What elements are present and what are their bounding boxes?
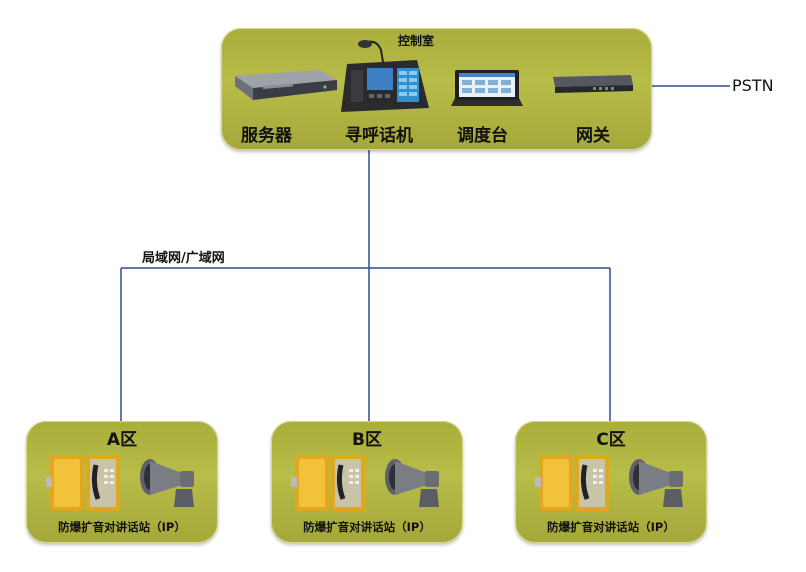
dispatch-console-icon bbox=[451, 70, 523, 106]
control-room-box: 控制室 服务器 寻呼话机 调度台 bbox=[221, 28, 652, 150]
zone-a-box: A区 防爆扩音对讲话站（IP） bbox=[26, 421, 218, 543]
horn-speaker-icon bbox=[140, 459, 194, 507]
zone-b-title: B区 bbox=[352, 430, 382, 450]
dispatch-console-label: 调度台 bbox=[457, 126, 508, 146]
pstn-label: PSTN bbox=[732, 76, 774, 95]
explosion-proof-intercom-icon bbox=[535, 455, 609, 511]
horn-speaker-icon bbox=[385, 459, 439, 507]
gateway-icon bbox=[553, 75, 633, 93]
zone-c-box: C区 防爆扩音对讲话站（IP） bbox=[515, 421, 707, 543]
server-label: 服务器 bbox=[241, 126, 292, 146]
paging-phone-label: 寻呼话机 bbox=[345, 126, 413, 146]
explosion-proof-intercom-icon bbox=[46, 455, 120, 511]
zone-a-title: A区 bbox=[106, 430, 138, 450]
zone-b-box: B区 防爆扩音对讲话站（IP） bbox=[271, 421, 463, 543]
explosion-proof-intercom-icon bbox=[291, 455, 365, 511]
server-icon bbox=[235, 70, 337, 100]
control-room-title: 控制室 bbox=[398, 34, 435, 48]
gateway-label: 网关 bbox=[576, 126, 610, 146]
zone-c-title: C区 bbox=[596, 430, 626, 450]
zone-c-subtitle: 防爆扩音对讲话站（IP） bbox=[547, 520, 675, 534]
zone-b-subtitle: 防爆扩音对讲话站（IP） bbox=[303, 520, 431, 534]
horn-speaker-icon bbox=[629, 459, 683, 507]
paging-phone-icon bbox=[341, 40, 429, 112]
zone-a-subtitle: 防爆扩音对讲话站（IP） bbox=[58, 520, 186, 534]
network-label: 局域网/广域网 bbox=[142, 251, 225, 266]
